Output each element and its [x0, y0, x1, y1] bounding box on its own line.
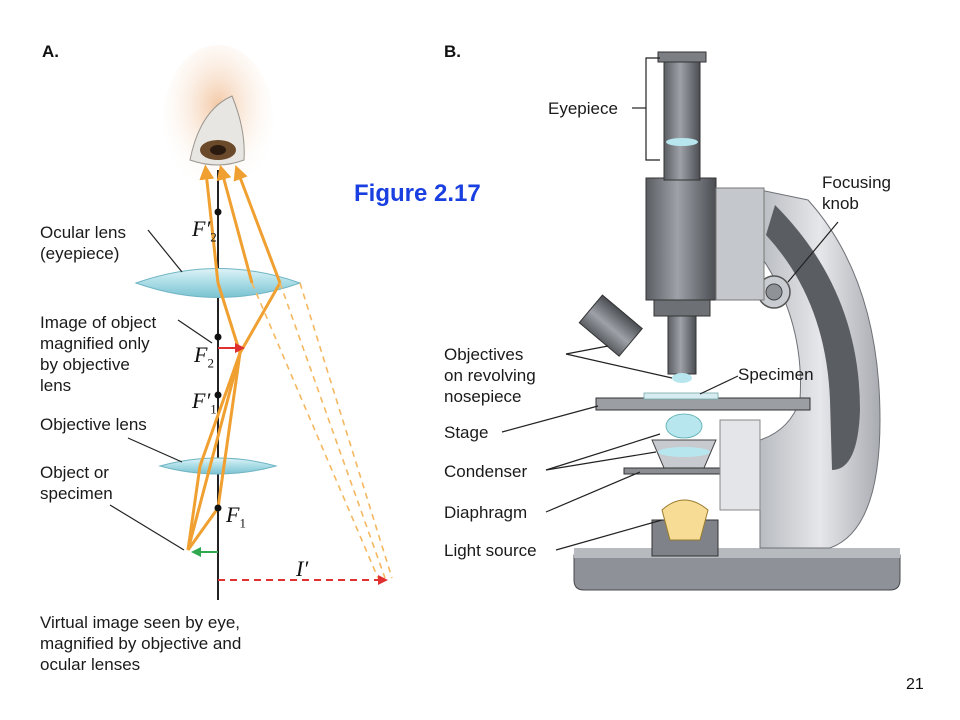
- panel-b-letter: B.: [444, 42, 461, 61]
- label-object-specimen: Object or specimen: [40, 463, 113, 503]
- label-focusing-knob: Focusing knob: [822, 173, 891, 213]
- leader-lines-a: [109, 229, 213, 551]
- label-specimen: Specimen: [738, 365, 814, 384]
- focal-label-f2-prime: F′2: [192, 216, 217, 245]
- label-diaphragm: Diaphragm: [444, 503, 528, 522]
- label-stage: Stage: [444, 423, 489, 442]
- figure-title: Figure 2.17: [354, 180, 481, 207]
- focal-points: [214, 208, 222, 512]
- eye-icon: [163, 45, 273, 195]
- page-number: 21: [906, 676, 924, 693]
- label-virtual-image: Virtual image seen by eye, magnified by …: [40, 613, 242, 674]
- light-rays: [186, 164, 282, 551]
- leader-lines-b: [501, 57, 839, 551]
- microscope-illustration: [573, 51, 901, 591]
- objective-lens: [158, 457, 278, 475]
- label-ocular-lens: Ocular lens (eyepiece): [40, 223, 126, 263]
- focal-label-f1-prime: F′1: [192, 388, 217, 417]
- label-objectives: Objectives on revolving nosepiece: [444, 345, 536, 406]
- focal-label-f1: F1: [226, 502, 246, 531]
- panel-a-letter: A.: [42, 42, 59, 61]
- label-i-prime: I′: [296, 556, 309, 581]
- focal-label-f2: F2: [194, 342, 214, 371]
- label-image-of-object: Image of object magnified only by object…: [40, 313, 157, 395]
- label-light-source: Light source: [444, 541, 537, 560]
- label-objective-lens: Objective lens: [40, 415, 147, 434]
- virtual-rays: [251, 282, 393, 579]
- label-condenser: Condenser: [444, 462, 528, 481]
- label-eyepiece: Eyepiece: [548, 99, 618, 118]
